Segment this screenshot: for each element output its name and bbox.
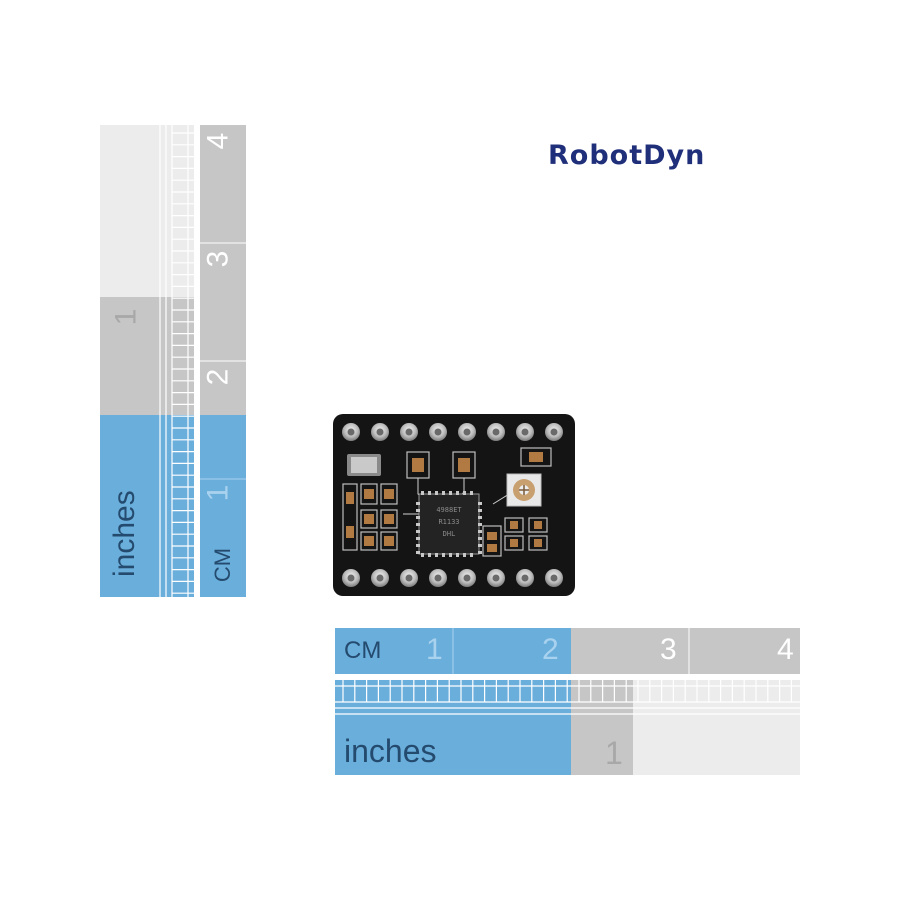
horizontal-inch-number-1: 1 — [605, 735, 623, 771]
vertical-ruler — [100, 125, 246, 597]
horizontal-cm-number-3: 3 — [660, 633, 677, 666]
horizontal-cm-number-4: 4 — [777, 633, 794, 666]
header-pin-hole — [550, 428, 558, 436]
horizontal-ruler-graphic — [335, 628, 800, 775]
board-graphic: 4988ET R1133 DHL — [333, 414, 575, 596]
chip-pin — [478, 502, 482, 505]
header-pin-hole — [492, 428, 500, 436]
chip-pin — [478, 530, 482, 533]
vertical-cm-number-1: 1 — [201, 484, 235, 502]
header-pin-hole — [463, 574, 471, 582]
chip-pin — [428, 491, 431, 495]
header-pin-hole — [405, 574, 413, 582]
chip-pin — [463, 553, 466, 557]
vertical-ruler-graphic — [100, 125, 246, 597]
chip-pin — [478, 509, 482, 512]
header-pin-hole — [347, 574, 355, 582]
chip-pin — [478, 523, 482, 526]
chip-pin — [478, 544, 482, 547]
vertical-cm-label: CM — [210, 547, 236, 583]
vertical-cm-number-3: 3 — [201, 250, 235, 268]
robotdyn-logo: RobotDyn — [548, 140, 706, 171]
chip-pin — [442, 491, 445, 495]
horizontal-ruler — [335, 628, 800, 775]
chip-pin — [435, 553, 438, 557]
chip-pin — [470, 553, 473, 557]
chip-pin — [470, 491, 473, 495]
vertical-inch-number-1: 1 — [109, 308, 143, 326]
chip-pin — [463, 491, 466, 495]
chip-marking-line-1: 4988ET — [436, 506, 462, 514]
header-pin-hole — [347, 428, 355, 436]
chip-pin — [478, 551, 482, 554]
chip-pin — [478, 516, 482, 519]
header-pin-hole — [550, 574, 558, 582]
header-pin-hole — [376, 574, 384, 582]
chip-pin — [416, 516, 420, 519]
vertical-cm-number-4: 4 — [201, 132, 235, 150]
chip-pin — [442, 553, 445, 557]
vertical-inches-label: inches — [108, 490, 141, 577]
header-pin-hole — [434, 574, 442, 582]
chip-pin — [449, 553, 452, 557]
header-pin-hole — [521, 574, 529, 582]
chip-pin — [456, 553, 459, 557]
chip-pin — [416, 544, 420, 547]
chip-pin — [421, 491, 424, 495]
chip-marking-line-3: DHL — [443, 530, 456, 538]
header-pin-hole — [463, 428, 471, 436]
chip-pin — [449, 491, 452, 495]
chip-marking-line-2: R1133 — [438, 518, 459, 526]
chip-pin — [416, 509, 420, 512]
header-pin-hole — [434, 428, 442, 436]
chip-pin — [428, 553, 431, 557]
stepper-driver-board: 4988ET R1133 DHL — [333, 414, 575, 596]
header-pin-hole — [376, 428, 384, 436]
horizontal-cm-label: CM — [344, 637, 382, 664]
header-pin-hole — [405, 428, 413, 436]
chip-pin — [416, 530, 420, 533]
header-pin-hole — [492, 574, 500, 582]
header-pin-hole — [521, 428, 529, 436]
chip-pin — [416, 537, 420, 540]
vertical-cm-number-2: 2 — [201, 368, 235, 386]
chip-pin — [416, 502, 420, 505]
horizontal-cm-number-1: 1 — [426, 633, 443, 666]
horizontal-cm-number-2: 2 — [542, 633, 559, 666]
chip-pin — [456, 491, 459, 495]
chip-pin — [435, 491, 438, 495]
chip-pin — [416, 551, 420, 554]
chip-pin — [421, 553, 424, 557]
chip-pin — [478, 537, 482, 540]
chip-pin — [416, 523, 420, 526]
horizontal-inches-label: inches — [344, 733, 437, 769]
